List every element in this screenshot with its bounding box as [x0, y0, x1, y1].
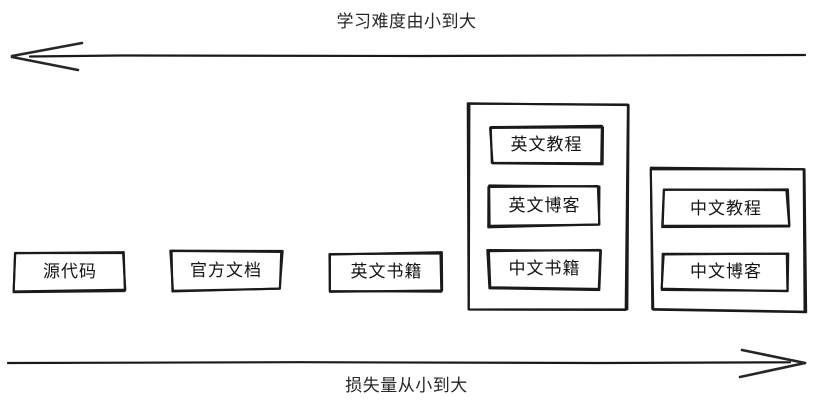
node-official-docs[interactable]: 官方文档	[169, 249, 284, 293]
node-label-chinese-tutorial: 中文教程	[690, 199, 762, 219]
bottom-axis-arrow	[6, 348, 807, 379]
node-chinese-tutorial[interactable]: 中文教程	[661, 188, 791, 229]
node-source-code[interactable]: 源代码	[12, 251, 127, 294]
node-label-chinese-blog: 中文博客	[690, 262, 762, 282]
top-axis-label: 学习难度由小到大	[336, 12, 477, 32]
node-chinese-blog[interactable]: 中文博客	[660, 252, 790, 293]
node-label-source-code: 源代码	[43, 262, 97, 282]
node-label-chinese-books: 中文书籍	[508, 259, 581, 279]
node-english-books[interactable]: 英文书籍	[328, 251, 444, 293]
group-chinese-group[interactable]: 中文教程中文博客	[649, 166, 808, 314]
group-english-group[interactable]: 英文教程英文博客中文书籍	[466, 102, 630, 312]
node-label-english-blog: 英文博客	[508, 196, 581, 216]
node-label-english-books: 英文书籍	[350, 262, 423, 282]
node-label-official-docs: 官方文档	[190, 261, 262, 281]
node-english-tutorial[interactable]: 英文教程	[489, 124, 605, 166]
node-english-blog[interactable]: 英文博客	[487, 184, 601, 229]
top-axis-arrow	[10, 41, 807, 72]
node-label-english-tutorial: 英文教程	[510, 135, 583, 155]
node-chinese-books[interactable]: 中文书籍	[486, 248, 602, 292]
bottom-axis-label: 损失量从小到大	[345, 376, 468, 396]
